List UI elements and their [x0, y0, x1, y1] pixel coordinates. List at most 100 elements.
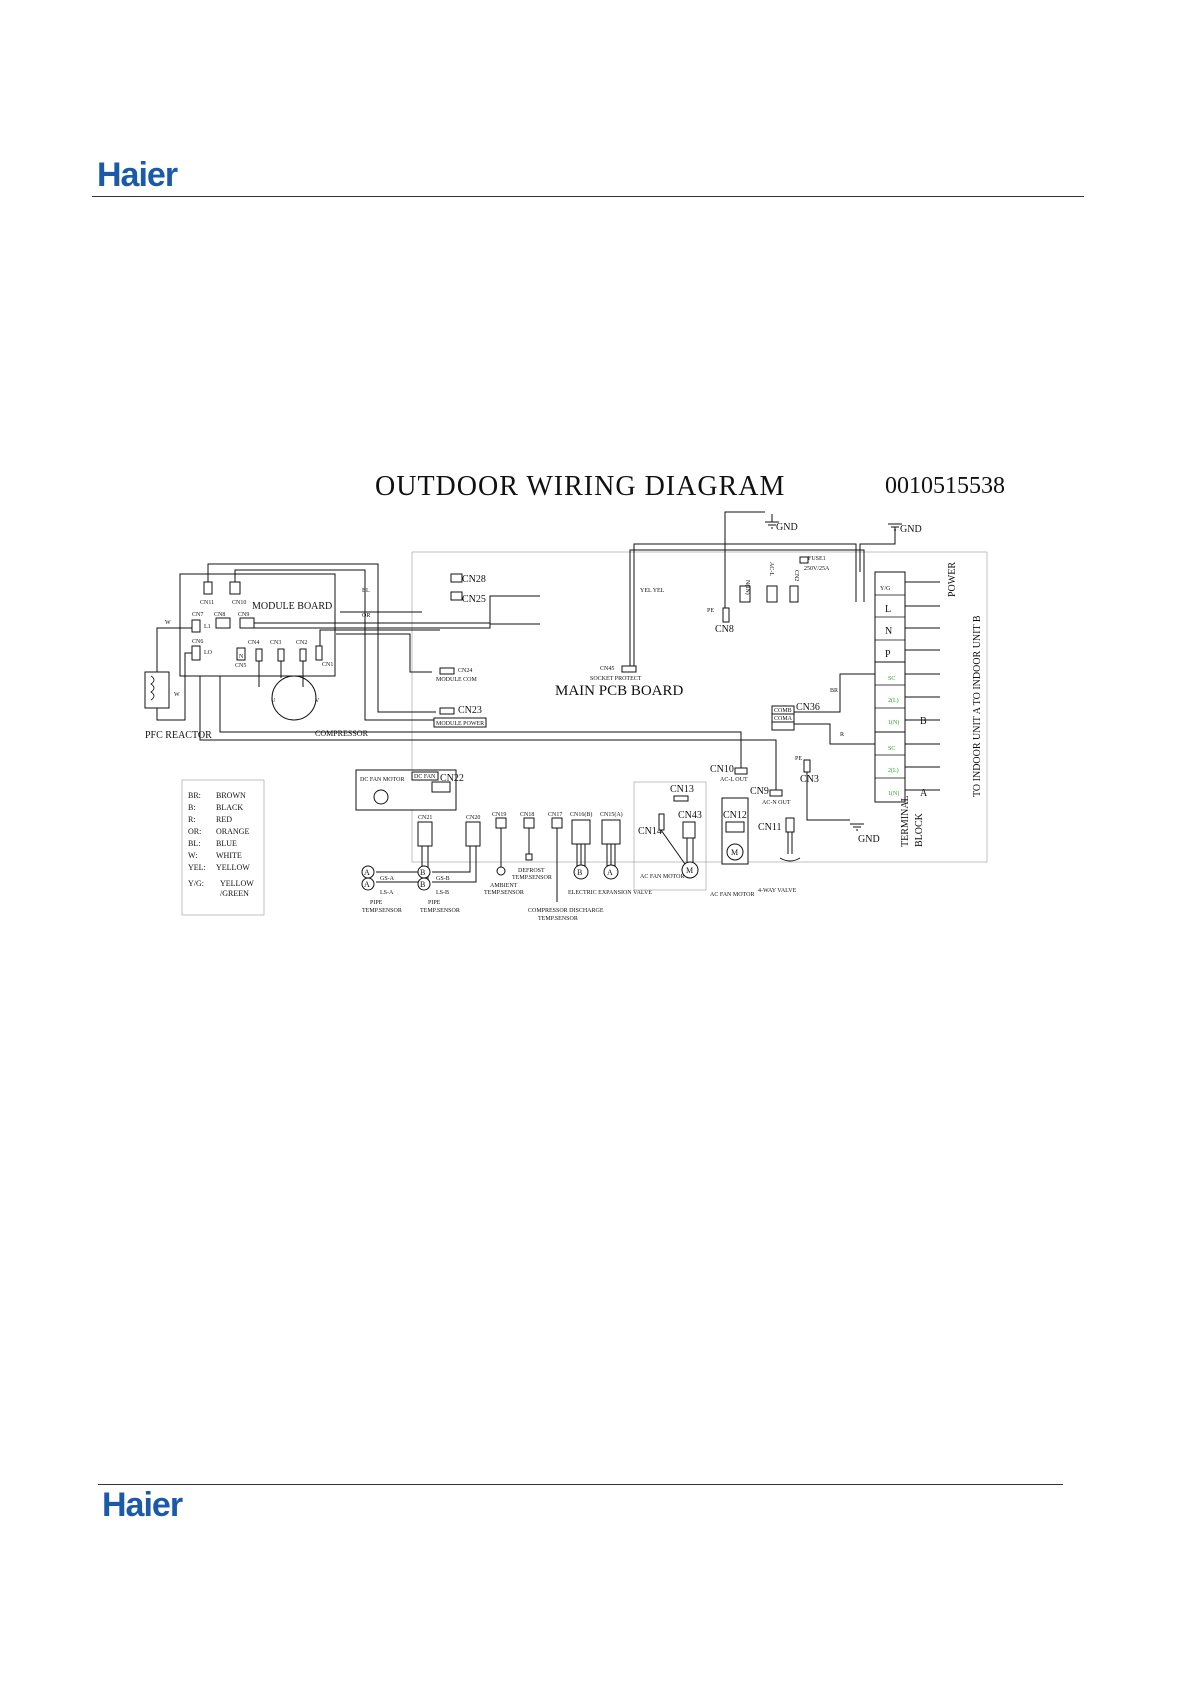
- svg-text:W:: W:: [188, 851, 197, 860]
- svg-text:SC: SC: [888, 746, 895, 752]
- diagram-title: OUTDOOR WIRING DIAGRAM: [375, 471, 785, 502]
- svg-text:CN8: CN8: [214, 612, 225, 618]
- svg-text:GS-B: GS-B: [436, 876, 450, 882]
- svg-text:LS-A: LS-A: [380, 890, 394, 896]
- outdoor-wiring-diagram: OUTDOOR WIRING DIAGRAM 0010515538 MAIN P…: [144, 471, 1005, 922]
- indoor-a-terminal: [874, 731, 906, 803]
- module-power-box: [433, 717, 487, 728]
- svg-text:CN6: CN6: [192, 639, 203, 645]
- svg-text:SOCKET PROTECT: SOCKET PROTECT: [590, 676, 642, 682]
- indoor-units-label: TO INDOOR UNIT A TO INDOOR UNIT B: [972, 615, 983, 797]
- svg-text:FUSE1: FUSE1: [808, 556, 826, 562]
- svg-text:A: A: [607, 868, 613, 877]
- svg-text:AMBIENT: AMBIENT: [490, 883, 518, 889]
- svg-text:CN23: CN23: [458, 705, 482, 716]
- svg-text:N: N: [239, 654, 244, 660]
- svg-text:CN3: CN3: [800, 774, 819, 785]
- pfc-reactor-label: PFC REACTOR: [145, 730, 212, 741]
- svg-text:AC FAN MOTOR: AC FAN MOTOR: [710, 892, 754, 898]
- svg-text:TEMP.SENSOR: TEMP.SENSOR: [484, 890, 524, 896]
- svg-text:B: B: [420, 880, 425, 889]
- svg-text:GND: GND: [858, 834, 880, 845]
- svg-text:CN4: CN4: [248, 640, 259, 646]
- svg-text:CN43: CN43: [678, 810, 702, 821]
- svg-text:TERMINAL: TERMINAL: [900, 795, 911, 847]
- svg-text:DC FAN MOTOR: DC FAN MOTOR: [360, 777, 404, 783]
- svg-text:WHITE: WHITE: [216, 851, 242, 860]
- svg-text:COMA: COMA: [774, 716, 793, 722]
- svg-text:250V/25A: 250V/25A: [804, 566, 830, 572]
- svg-text:CN22: CN22: [440, 773, 464, 784]
- svg-text:L: L: [885, 604, 891, 615]
- svg-text:CN45: CN45: [600, 666, 614, 672]
- svg-text:GND: GND: [776, 522, 798, 533]
- svg-text:CN11: CN11: [200, 600, 214, 606]
- compressor-label: COMPRESSOR: [315, 729, 369, 738]
- svg-text:B: B: [577, 868, 582, 877]
- footer-divider: [98, 1484, 1063, 1485]
- svg-text:OR:: OR:: [188, 827, 201, 836]
- svg-text:R:: R:: [188, 815, 196, 824]
- svg-text:P: P: [885, 649, 891, 660]
- svg-text:DEFROST: DEFROST: [518, 868, 545, 874]
- dc-fan-motor-symbol: [373, 789, 389, 805]
- svg-text:CN17: CN17: [548, 812, 562, 818]
- ac-fan-motor-area: [633, 781, 707, 891]
- svg-text:BLOCK: BLOCK: [914, 812, 925, 847]
- svg-text:LO: LO: [204, 650, 213, 656]
- svg-text:CN8: CN8: [715, 624, 734, 635]
- svg-text:CN13: CN13: [670, 784, 694, 795]
- pfc-reactor-coil: [144, 671, 170, 709]
- svg-text:TEMP.SENSOR: TEMP.SENSOR: [538, 916, 578, 922]
- cn28-connector: [450, 573, 463, 583]
- legend-entries: BR:BROWN B:BLACK R:RED OR:ORANGE BL:BLUE…: [188, 791, 254, 898]
- svg-text:BLUE: BLUE: [216, 839, 237, 848]
- svg-text:PE: PE: [795, 756, 802, 762]
- svg-text:GS-A: GS-A: [380, 876, 395, 882]
- svg-text:CN15(A): CN15(A): [600, 811, 623, 818]
- cn23-connector: [439, 707, 455, 715]
- cn45-connector: [621, 665, 637, 673]
- svg-text:AC-L OUT: AC-L OUT: [720, 777, 748, 783]
- svg-text:LS-B: LS-B: [436, 890, 449, 896]
- main-pcb-outline: [411, 551, 988, 863]
- main-pcb-label: MAIN PCB BOARD: [555, 683, 684, 699]
- svg-text:TEMP.SENSOR: TEMP.SENSOR: [512, 875, 552, 881]
- svg-text:YEL:: YEL:: [188, 863, 206, 872]
- svg-text:R: R: [840, 732, 844, 738]
- svg-text:CN5: CN5: [235, 663, 246, 669]
- svg-text:CN2: CN2: [793, 570, 799, 581]
- svg-text:YELLOW: YELLOW: [220, 879, 254, 888]
- svg-text:W: W: [165, 620, 171, 626]
- svg-text:BLACK: BLACK: [216, 803, 243, 812]
- svg-text:N(IN): N(IN): [744, 580, 751, 595]
- svg-text:A: A: [364, 868, 370, 877]
- svg-text:TEMP.SENSOR: TEMP.SENSOR: [362, 908, 402, 914]
- svg-text:M: M: [686, 866, 693, 875]
- svg-text:CN10: CN10: [232, 600, 246, 606]
- svg-text:CN9: CN9: [238, 612, 249, 618]
- svg-text:N: N: [885, 626, 892, 637]
- power-label: POWER: [947, 562, 958, 597]
- svg-text:COMB: COMB: [774, 708, 792, 714]
- pfc-reactor-winding: [150, 675, 155, 701]
- cn24-connector: [439, 667, 455, 675]
- svg-text:CN11: CN11: [758, 822, 782, 833]
- svg-text:A: A: [364, 880, 370, 889]
- svg-text:AC-N OUT: AC-N OUT: [762, 800, 791, 806]
- svg-text:CN28: CN28: [462, 574, 486, 585]
- svg-text:Y/G: Y/G: [880, 586, 891, 592]
- svg-text:TEMP.SENSOR: TEMP.SENSOR: [420, 908, 460, 914]
- svg-text:COMPRESSOR DISCHARGE: COMPRESSOR DISCHARGE: [528, 908, 604, 914]
- svg-text:CN21: CN21: [418, 815, 432, 821]
- svg-text:CN12: CN12: [723, 810, 747, 821]
- svg-text:CN36: CN36: [796, 702, 820, 713]
- svg-text:CN24: CN24: [458, 668, 472, 674]
- svg-text:B: B: [920, 716, 927, 727]
- svg-text:CN14: CN14: [638, 826, 662, 837]
- document-number: 0010515538: [885, 473, 1005, 499]
- svg-text:2(L): 2(L): [888, 697, 899, 704]
- svg-text:ORANGE: ORANGE: [216, 827, 249, 836]
- svg-text:MODULE POWER: MODULE POWER: [436, 721, 484, 727]
- svg-text:CN10: CN10: [710, 764, 734, 775]
